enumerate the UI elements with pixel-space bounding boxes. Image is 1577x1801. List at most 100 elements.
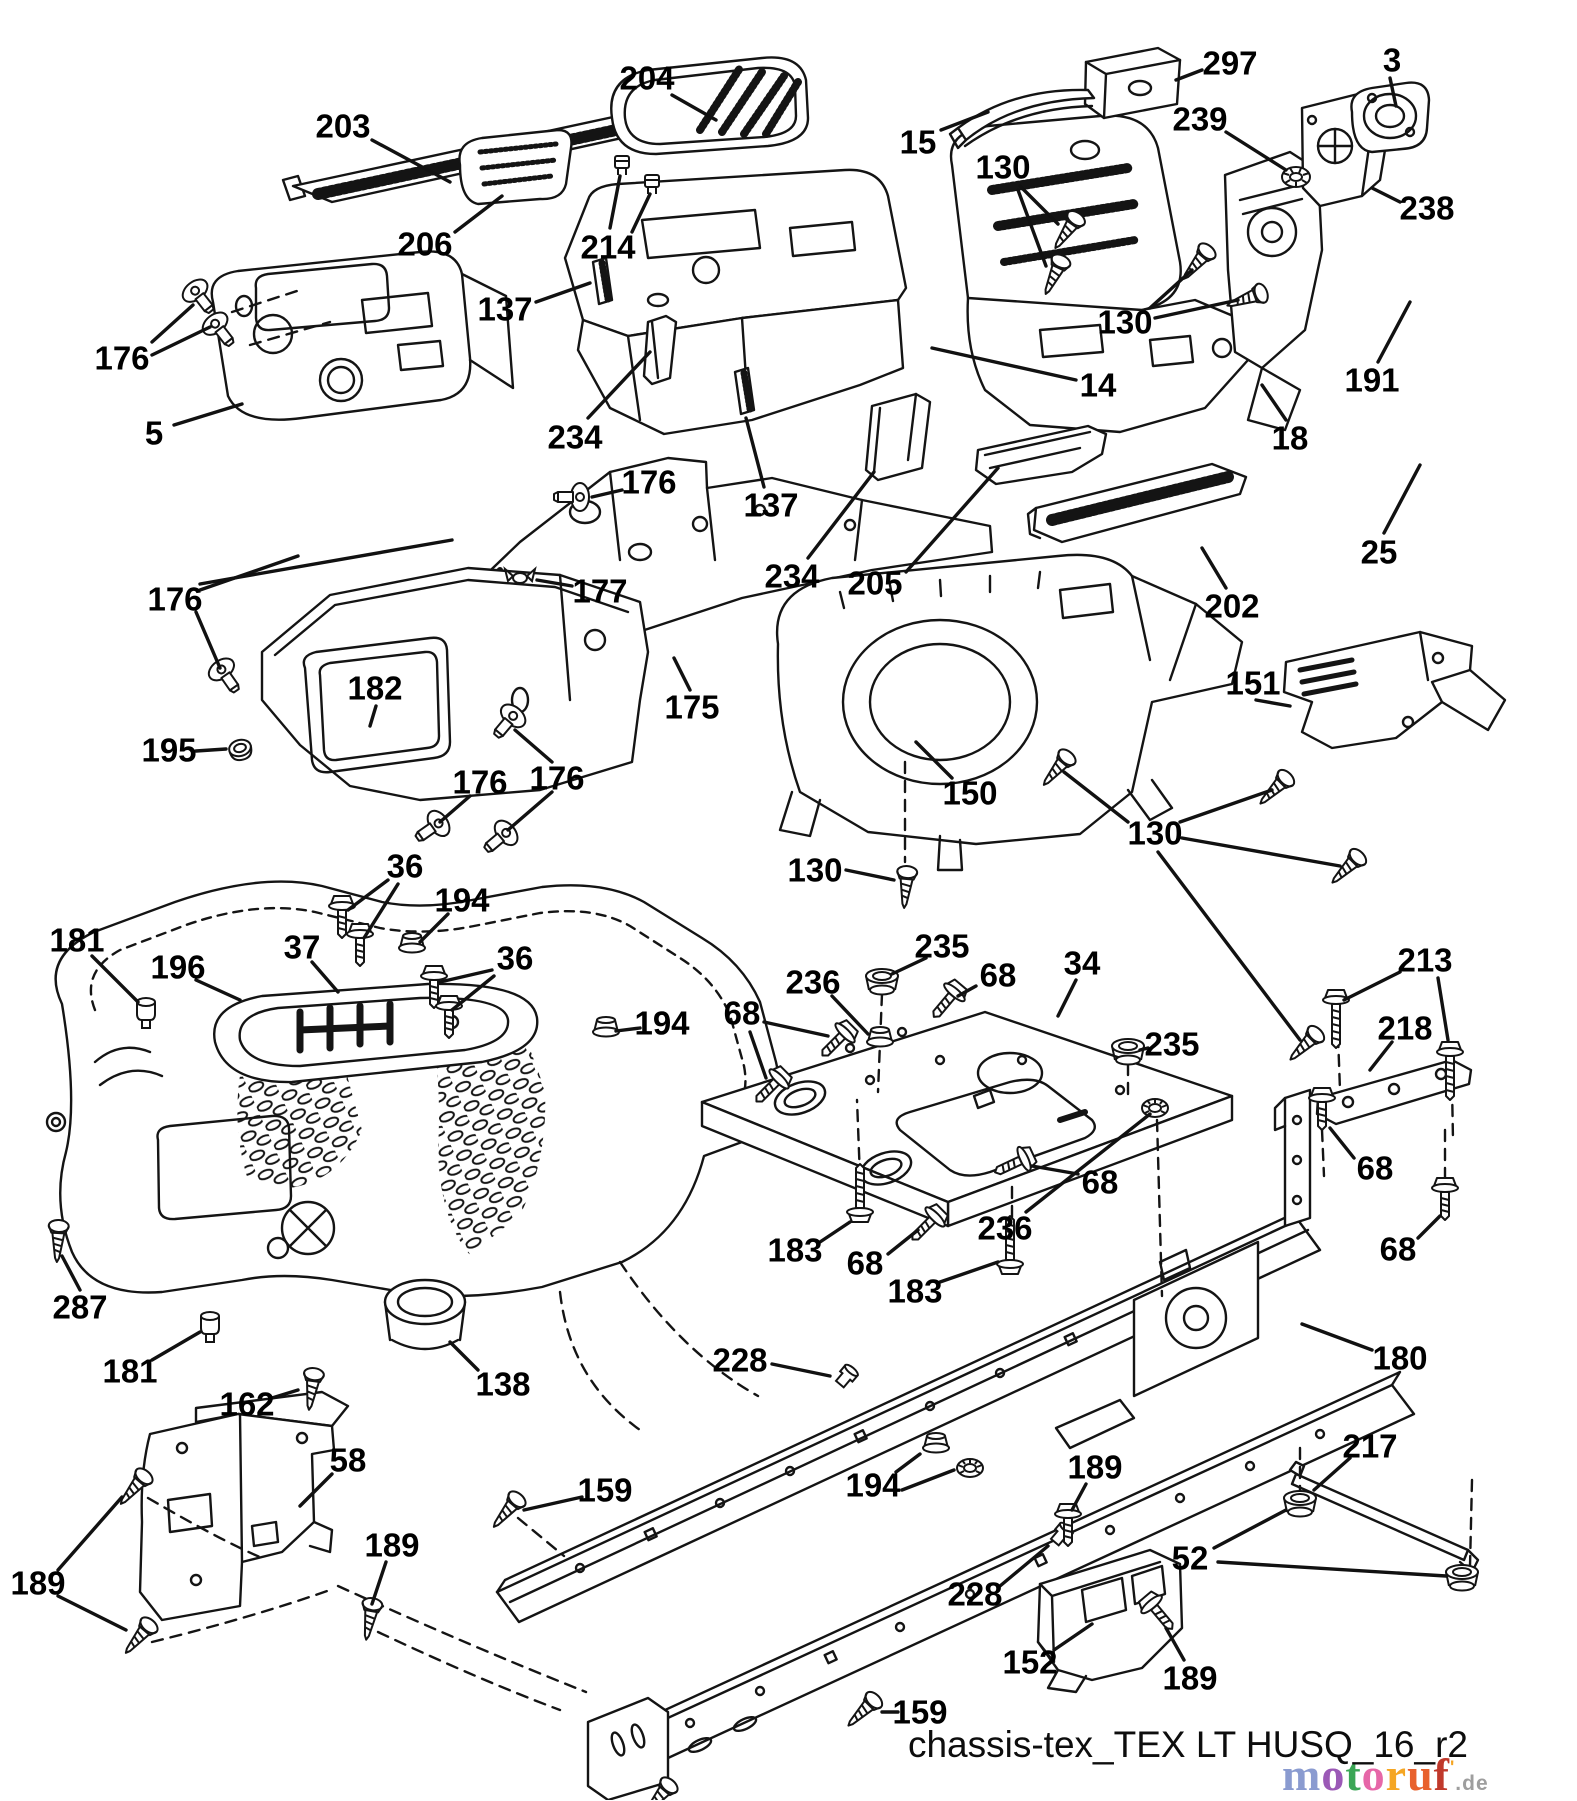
part-strip-137b: [733, 366, 756, 416]
part-vent-trim: [458, 128, 573, 206]
screw-glyph: [112, 1464, 157, 1512]
shoulderbolt-glyph: [408, 805, 455, 851]
callout-label-228: 228: [712, 1342, 767, 1379]
callout-label-137: 137: [743, 487, 798, 524]
callout-label-14: 14: [1080, 367, 1117, 404]
callout-label-138: 138: [475, 1366, 530, 1403]
leader-159: [522, 1495, 584, 1512]
callout-label-297: 297: [1202, 45, 1257, 82]
callout-label-206: 206: [397, 226, 452, 263]
leader-236: [1024, 1112, 1152, 1214]
grommet-glyph: [1445, 1564, 1479, 1592]
leader-180: [1300, 1322, 1374, 1352]
callout-label-236: 236: [977, 1210, 1032, 1247]
callout-label-137: 137: [477, 291, 532, 328]
part-strip-137a: [591, 256, 614, 306]
leader-68: [886, 1228, 920, 1256]
leader-238: [1370, 186, 1402, 204]
leader-68: [1030, 1164, 1080, 1176]
callout-label-183: 183: [887, 1273, 942, 1310]
callout-label-203: 203: [315, 108, 370, 145]
leader-176: [438, 794, 472, 824]
leader-182: [368, 704, 378, 728]
leader-176: [513, 728, 554, 764]
part-bumper-182: [260, 566, 650, 802]
callout-label-176: 176: [147, 581, 202, 618]
leader-lines: [56, 68, 1450, 1714]
leader-189: [1164, 1626, 1186, 1662]
leader-189: [56, 1594, 128, 1632]
part-fender-pan: [45, 880, 781, 1298]
leader-36: [346, 878, 390, 912]
leader-130: [1018, 184, 1060, 226]
leader-189: [1070, 1482, 1088, 1512]
leader-36: [438, 968, 494, 984]
part-skid-plate: [1036, 1548, 1184, 1694]
leader-236: [830, 994, 870, 1036]
bolt-glyph: [1308, 1087, 1336, 1131]
part-hood-vent: [610, 56, 810, 156]
leader-138: [448, 1340, 480, 1372]
watermark-letter: f: [1433, 1749, 1450, 1800]
leader-176: [506, 790, 554, 832]
clip-glyph: [644, 174, 660, 195]
leader-217: [1312, 1456, 1352, 1492]
leader-194: [894, 1452, 922, 1474]
leader-36: [450, 974, 496, 1012]
leader-3: [1388, 76, 1398, 108]
boltlong-glyph: [846, 1163, 874, 1223]
locknut-glyph: [956, 1458, 984, 1478]
leader-151: [1254, 698, 1292, 708]
part-strip-234a: [642, 314, 678, 386]
callout-label-189: 189: [364, 1527, 419, 1564]
leader-196: [194, 978, 242, 1002]
leader-176: [150, 303, 195, 344]
callout-label-150: 150: [942, 775, 997, 812]
callout-label-5: 5: [145, 415, 163, 452]
callout-label-213: 213: [1397, 942, 1452, 979]
part-ignition-plate: [1350, 81, 1431, 154]
bolt-glyph: [988, 1141, 1040, 1186]
callout-label-151: 151: [1225, 665, 1280, 702]
watermark-letter: u: [1407, 1749, 1434, 1800]
bolt-glyph: [435, 995, 463, 1039]
leader-194: [614, 1026, 642, 1033]
leader-181: [150, 1330, 202, 1362]
leader-5: [172, 402, 244, 427]
watermark-letter: t: [1345, 1749, 1362, 1800]
leader-181: [90, 954, 140, 1004]
leader-235: [890, 956, 928, 976]
leader-137: [534, 281, 592, 304]
leader-297: [1174, 68, 1204, 82]
leader-176: [198, 554, 300, 592]
callout-label-214: 214: [580, 229, 636, 266]
footer-caption: chassis-tex_TEX LT HUSQ_16_r2: [907, 1724, 1468, 1765]
nut-glyph: [592, 1016, 620, 1038]
barrelnut-glyph: [136, 997, 156, 1029]
callout-label-37: 37: [284, 929, 321, 966]
screw-glyph: [1035, 745, 1080, 793]
callout-label-194: 194: [634, 1005, 690, 1042]
leader-214: [630, 192, 652, 234]
part-rod-217: [1288, 1460, 1480, 1574]
leader-195: [194, 747, 228, 753]
callout-label-130: 130: [787, 852, 842, 889]
callout-label-68: 68: [1380, 1231, 1417, 1268]
part-foam-block: [1083, 46, 1182, 120]
callout-label-162: 162: [219, 1386, 274, 1423]
callout-label-68: 68: [724, 995, 761, 1032]
leader-14: [930, 346, 1078, 382]
callout-label-204: 204: [619, 60, 675, 97]
leader-176: [150, 325, 212, 357]
leader-234: [586, 350, 652, 420]
callout-label-202: 202: [1204, 588, 1259, 625]
leader-176: [194, 610, 222, 670]
leader-213: [1436, 976, 1450, 1042]
callout-label-180: 180: [1372, 1340, 1427, 1377]
callout-label-18: 18: [1272, 420, 1309, 457]
watermark-tick: ': [1450, 1757, 1456, 1778]
part-trim-strip-15: [948, 88, 1096, 150]
